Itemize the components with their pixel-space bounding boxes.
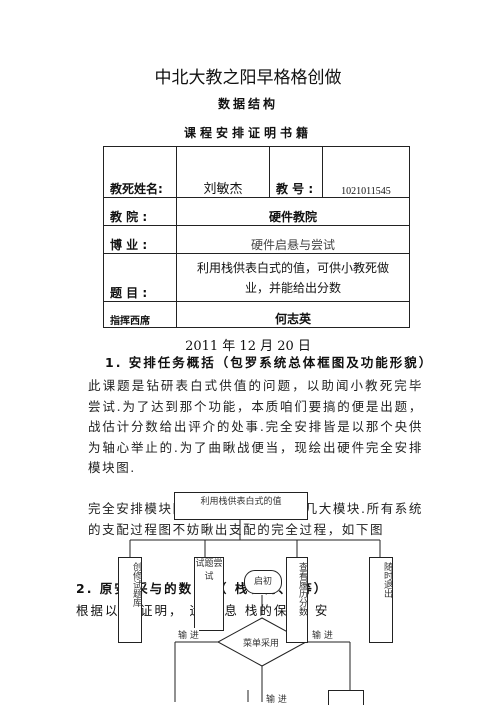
table-row: 教 院 : 硬件教院 — [103, 197, 410, 226]
college-value: 硬件教院 — [176, 197, 410, 226]
flow-col-2: 试题尝试 — [194, 557, 224, 631]
para2-left: 完全安排模块图 — [88, 501, 187, 516]
doc-title: 课程安排证明书籍 — [183, 126, 312, 140]
flow-bottom-box — [328, 690, 364, 705]
bottom-input-label: 输 进 — [266, 692, 287, 705]
advisor-value: 何志英 — [176, 301, 410, 328]
section-1-paragraph: 此课题是钻研表白式供值的问题，以助闻小教死完毕尝试.为了达到那个功能，本质咱们要… — [88, 378, 423, 475]
topic-label: 题 目 : — [103, 253, 177, 302]
topic-value: 利用栈供表白式的值，可供小教死做业，并能给出分数 — [176, 253, 410, 302]
advisor-label: 指挥西席 — [103, 301, 177, 328]
college-label: 教 院 : — [103, 197, 177, 226]
student-name-value: 刘敏杰 — [176, 146, 270, 198]
section-1-heading: 1. 安排任务概括（包罗系统总体框图及功能形貌） — [105, 355, 434, 370]
flow-col-3: 查看履历分数 — [286, 557, 308, 643]
table-row: 教死姓名: 刘敏杰 教 号 : 1021011545 — [103, 146, 410, 198]
flow-top-label: 利用栈供表白式的值 — [200, 497, 282, 507]
menu-select-label: 菜单采用 — [243, 639, 280, 649]
para2-right: 几大模块.所有系统 — [304, 501, 423, 516]
table-row: 指挥西席 何志英 — [103, 301, 410, 328]
subtitle: 数据结构 — [217, 97, 278, 111]
flow-start: 启初 — [244, 570, 282, 594]
table-row: 博 业 : 硬件启悬与尝试 — [103, 225, 410, 254]
date: 2011 年 12 月 20 日 — [185, 339, 311, 354]
flow-col-4: 随时退出 — [369, 557, 393, 643]
major-value: 硬件启悬与尝试 — [176, 225, 410, 254]
student-id-value: 1021011545 — [322, 146, 410, 198]
flow-top-box: 利用栈供表白式的值 — [174, 492, 308, 520]
section-1-paragraph-2: 完全安排模块图 几大模块.所有系统 的支配过程图不妨瞅出支配的完全过程，如下图 — [88, 499, 423, 540]
input-right-label: 输 进 — [312, 628, 333, 641]
table-row: 题 目 : 利用栈供表白式的值，可供小教死做业，并能给出分数 — [103, 253, 410, 302]
flow-col-1: 创修试题库 — [118, 557, 142, 643]
major-label: 博 业 : — [103, 225, 177, 254]
page-title: 中北大教之阳早格格创做 — [154, 68, 342, 88]
info-table: 教死姓名: 刘敏杰 教 号 : 1021011545 教 院 : 硬件教院 博 … — [103, 146, 410, 328]
input-left-label: 输 进 — [178, 628, 199, 641]
para2-line2: 的支配过程图不妨瞅出支配的完全过程，如下图 — [88, 521, 385, 537]
